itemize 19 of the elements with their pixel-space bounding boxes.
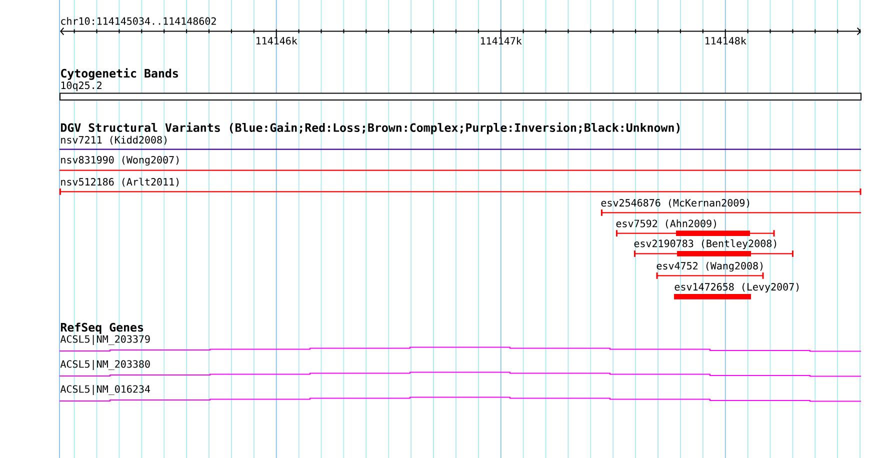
variant-label: nsv7211 (Kidd2008) [61, 136, 166, 145]
position-range: chr10:114145034..114148602 [61, 17, 216, 25]
tick-label: 114147k [481, 36, 522, 44]
variant-label: esv2546876 (McKernan2009) [601, 198, 750, 208]
transcript-label: ACSL5|NM_203379 [60, 335, 150, 345]
tick-label: 114146k [256, 36, 298, 45]
track-title: Cytogenetic Bands [61, 68, 178, 80]
variant-label: esv4752 (Wang2008) [656, 262, 762, 272]
transcript-label: ACSL5|NM_016234 [60, 385, 150, 395]
band-label: 10q25.2 [61, 82, 102, 92]
variant-label: nsv512186 (Arlt2011) [61, 178, 179, 187]
tick-label: 114148k [706, 36, 746, 45]
variant-label: esv1472658 (Levy2007) [674, 282, 799, 293]
variant-label: esv7592 (Ahn2009) [616, 220, 716, 228]
transcript-label: ACSL5|NM_203380 [60, 360, 150, 370]
variant-label: esv2190783 (Bentley2008) [634, 239, 776, 250]
track-title: RefSeq Genes [60, 322, 144, 334]
variant-label: nsv831990 (Wong2007) [61, 156, 179, 166]
track-title: DGV Structural Variants (Blue:Gain;Red:Loss;Brown:Complex;Purple:Inversion;Black:Unknown) [61, 122, 680, 134]
